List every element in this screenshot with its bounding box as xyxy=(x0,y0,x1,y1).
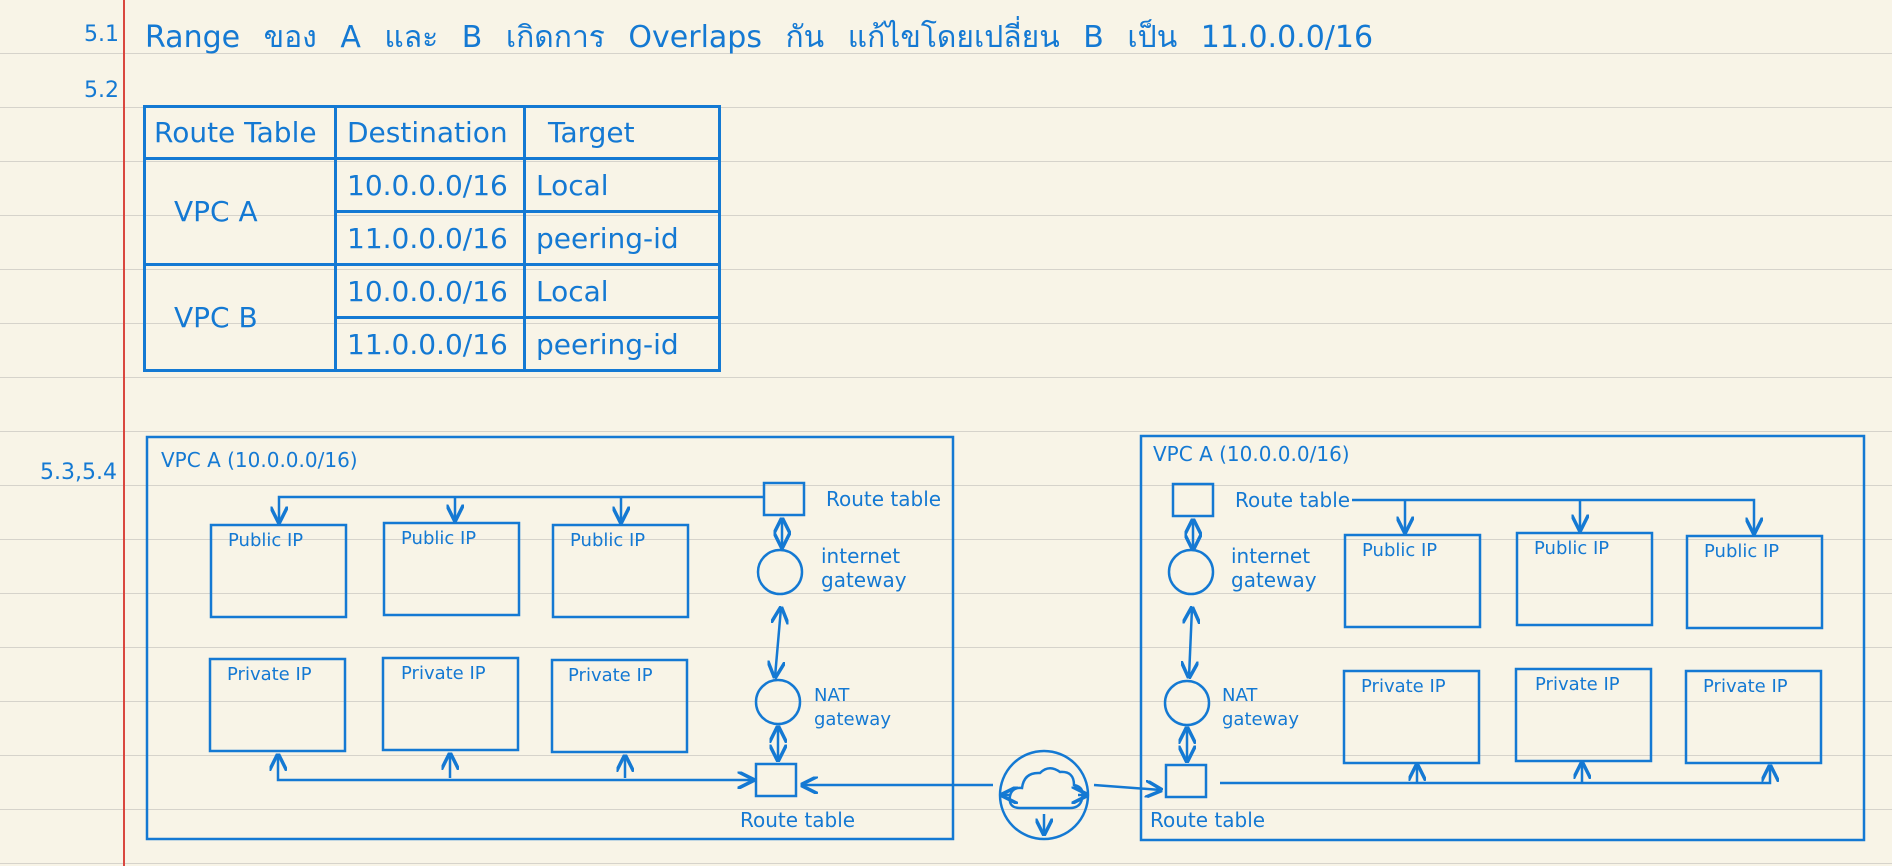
private-ip-label: Private IP xyxy=(227,664,312,685)
destination-cell: 11.0.0.0/16 xyxy=(334,210,526,266)
nat-gateway-label: NAT gateway xyxy=(1222,685,1299,730)
vpc-left-title: VPC A (10.0.0.0/16) xyxy=(161,448,358,472)
internet-gateway-label: internet gateway xyxy=(821,544,907,592)
private-ip-label: Private IP xyxy=(568,665,653,686)
route-table-bottom-square xyxy=(1164,763,1208,799)
table-row: 11.0.0.0/16 peering-id xyxy=(145,316,721,372)
public-ip-box xyxy=(382,521,521,617)
internet-gateway-circle xyxy=(756,548,804,596)
public-ip-label: Public IP xyxy=(1362,540,1438,561)
public-ip-label: Public IP xyxy=(401,528,477,549)
margin-line xyxy=(123,0,125,866)
route-table-top-label: Route table xyxy=(1235,488,1351,512)
destination-cell: 10.0.0.0/16 xyxy=(334,157,526,213)
cloud-icon xyxy=(998,749,1090,841)
private-ip-box xyxy=(550,658,689,754)
vpc-right-title: VPC A (10.0.0.0/16) xyxy=(1153,442,1350,466)
public-ip-label: Public IP xyxy=(1704,541,1780,562)
target-cell: Local xyxy=(523,263,721,319)
distribution-line xyxy=(279,495,764,522)
route-table-top-square xyxy=(762,481,806,517)
public-ip-box xyxy=(1343,533,1482,629)
header-target: Target xyxy=(523,105,721,160)
table-row: VPC A 10.0.0.0/16 Local xyxy=(143,157,721,266)
target-cell: peering-id xyxy=(523,316,721,372)
header-route-table: Route Table xyxy=(143,105,337,160)
header-destination: Destination xyxy=(334,105,526,160)
route-table-bottom-label: Route table xyxy=(1150,808,1266,832)
destination-cell: 10.0.0.0/16 xyxy=(334,263,526,319)
question-number-5-1: 5.1 xyxy=(84,22,119,47)
private-ip-box xyxy=(1342,669,1481,765)
internet-gateway-circle xyxy=(1167,548,1215,596)
route-table: Route Table Destination Target VPC A 10.… xyxy=(143,105,721,372)
private-ip-box xyxy=(381,656,520,752)
public-ip-label: Public IP xyxy=(228,530,304,551)
public-ip-box xyxy=(551,523,690,619)
private-ip-box xyxy=(208,657,347,753)
private-ip-label: Private IP xyxy=(1361,676,1446,697)
vpc-left-container xyxy=(145,435,955,841)
route-table-top-square xyxy=(1171,482,1215,518)
private-ip-label: Private IP xyxy=(401,663,486,684)
public-ip-box xyxy=(209,523,348,619)
vpc-right-container xyxy=(1139,434,1866,842)
table-row: VPC B 10.0.0.0/16 Local xyxy=(143,263,721,372)
route-table-header-row: Route Table Destination Target xyxy=(143,105,721,160)
public-ip-box xyxy=(1515,531,1654,627)
table-row: 11.0.0.0/16 peering-id xyxy=(145,210,721,266)
route-table-bottom-square xyxy=(754,762,798,798)
destination-cell: 11.0.0.0/16 xyxy=(334,316,526,372)
target-cell: Local xyxy=(523,157,721,213)
private-ip-box xyxy=(1514,667,1653,763)
nat-gateway-label: NAT gateway xyxy=(814,685,891,730)
question-number-5-3-5-4: 5.3,5.4 xyxy=(40,460,117,485)
vpc-a-cell: VPC A xyxy=(143,157,337,266)
public-ip-box xyxy=(1685,534,1824,630)
question-number-5-2: 5.2 xyxy=(84,78,119,103)
public-ip-label: Public IP xyxy=(1534,538,1610,559)
target-cell: peering-id xyxy=(523,210,721,266)
vpc-b-cell: VPC B xyxy=(143,263,337,372)
internet-gateway-label: internet gateway xyxy=(1231,544,1317,592)
private-ip-label: Private IP xyxy=(1703,676,1788,697)
question-5-1-text: Range ของ A และ B เกิดการ Overlaps กัน แ… xyxy=(145,20,1374,55)
route-table-bottom-label: Route table xyxy=(740,808,856,832)
public-ip-label: Public IP xyxy=(570,530,646,551)
nat-gateway-circle xyxy=(754,678,802,726)
private-ip-label: Private IP xyxy=(1535,674,1620,695)
private-ip-box xyxy=(1684,669,1823,765)
nat-gateway-circle xyxy=(1163,679,1211,727)
route-table-top-label: Route table xyxy=(826,487,942,511)
